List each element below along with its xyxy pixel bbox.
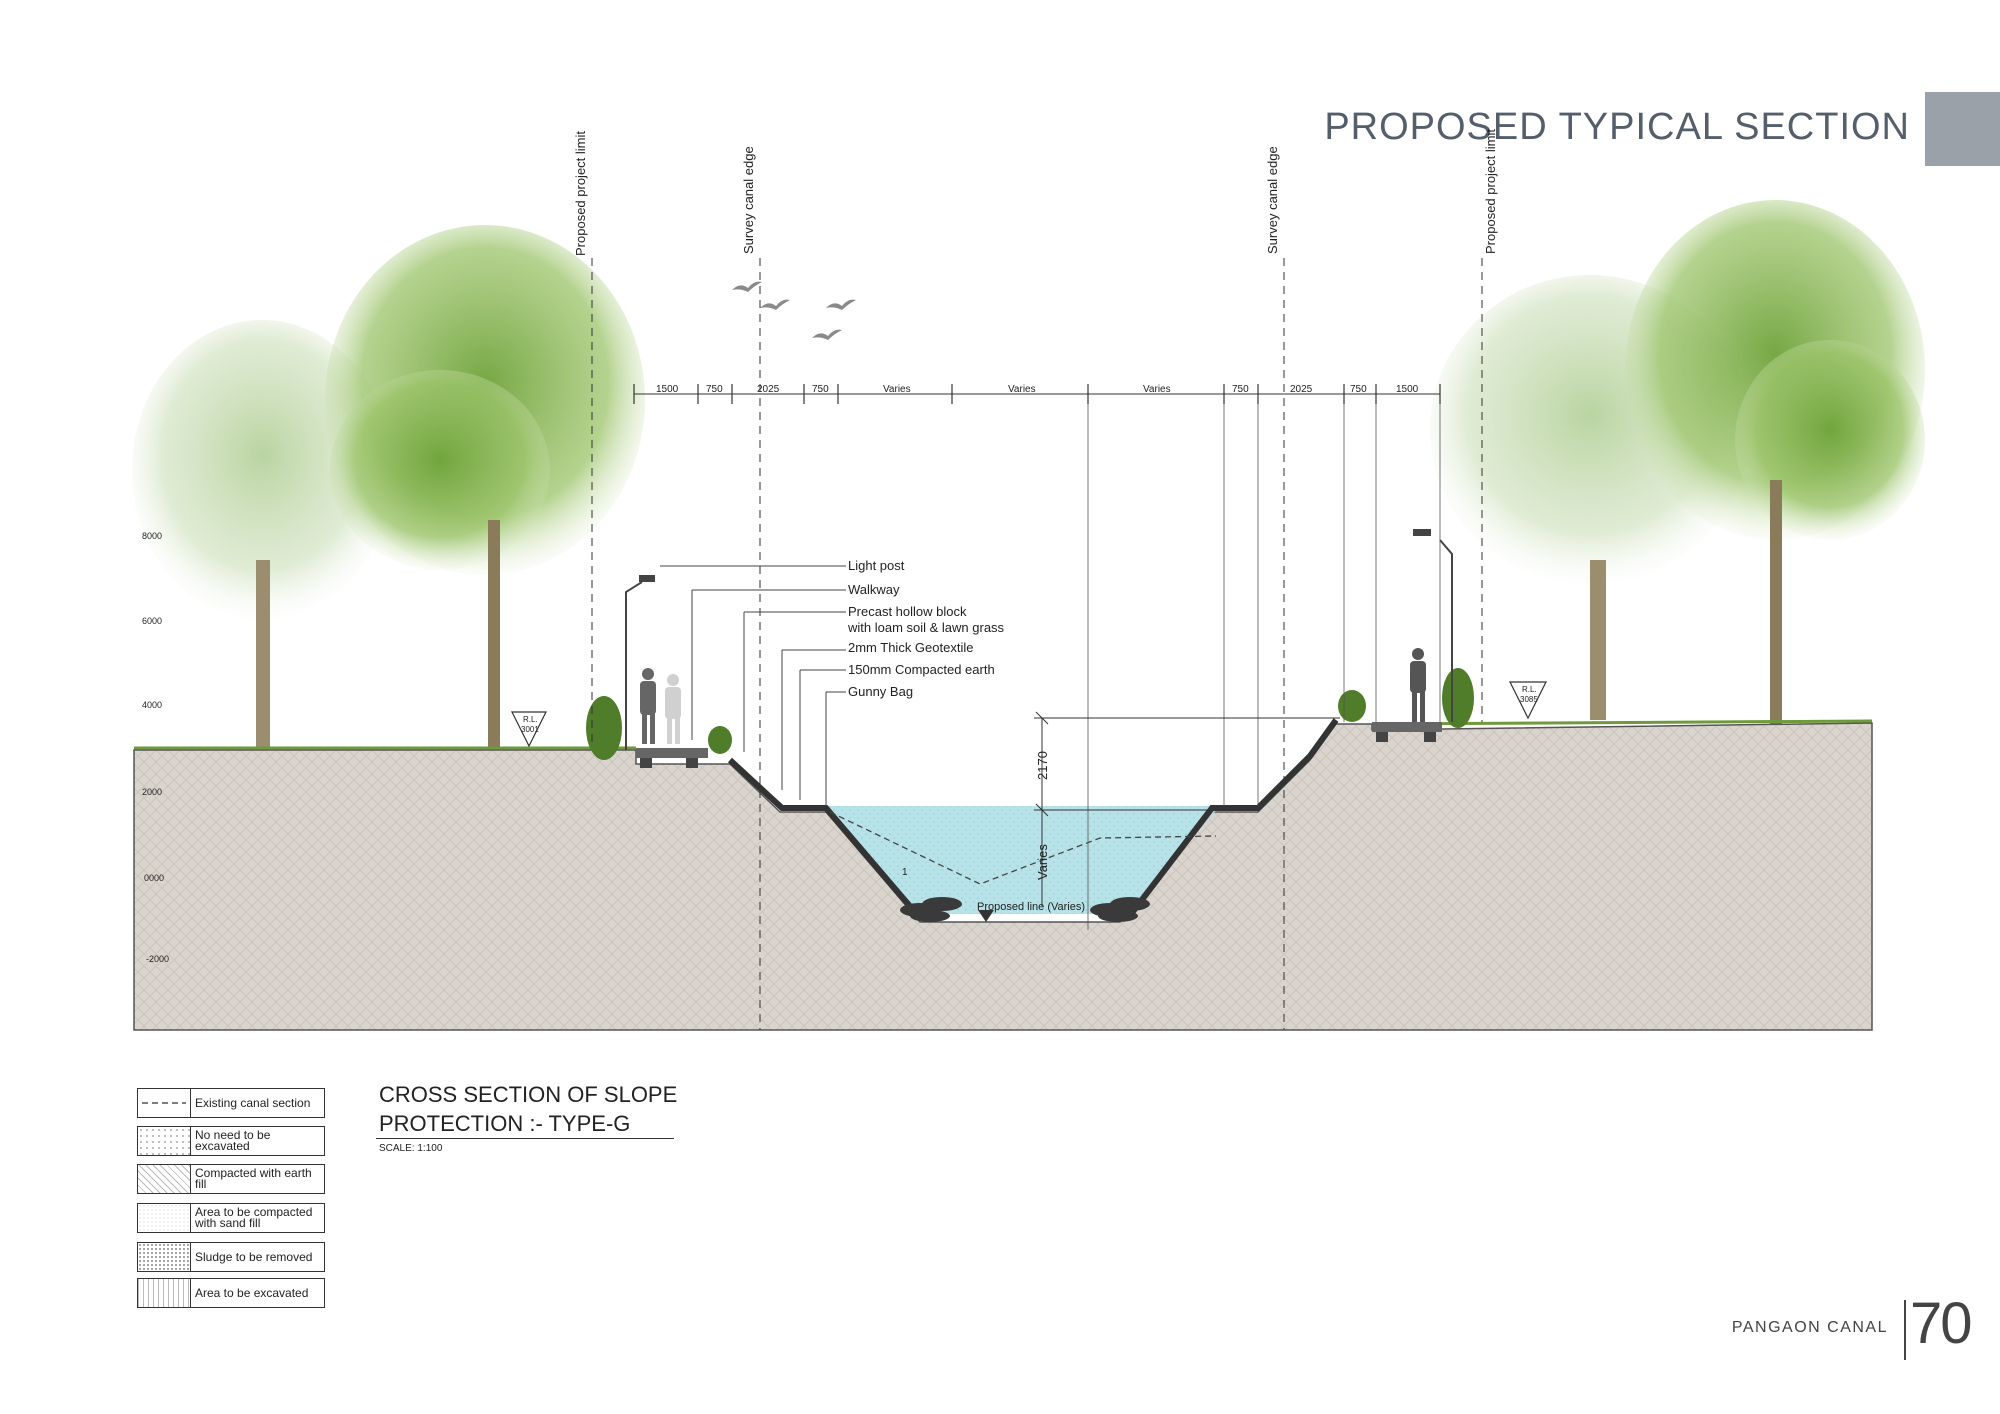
legend-label: Sludge to be removed	[195, 1249, 313, 1264]
tree-left-front	[325, 225, 645, 750]
legend-swatch-hatch	[138, 1165, 191, 1193]
tree-right-front	[1625, 200, 1925, 725]
water-varies-label: Varies	[1035, 844, 1050, 880]
birds	[732, 281, 856, 340]
proposed-line-label: Proposed line (Varies)	[977, 901, 1085, 913]
ref-label-project-limit-right: Proposed project limit	[1483, 129, 1498, 254]
legend-swatch-dashed	[138, 1089, 191, 1117]
slope-protection-right	[1125, 718, 1339, 920]
rl-value-right: 3085	[1520, 695, 1538, 704]
elevation-label: 6000	[142, 616, 162, 626]
dim-label: 750	[706, 384, 723, 395]
legend-label: Area to be excavated	[195, 1285, 309, 1300]
header-color-block	[1925, 92, 2000, 166]
legend-swatch-dense-dots	[138, 1243, 191, 1271]
legend-swatch-sparse-dots	[138, 1127, 191, 1155]
section-scale: SCALE: 1:100	[379, 1143, 443, 1154]
legend-label: Compacted with earth fill	[195, 1166, 312, 1191]
dim-label: Varies	[883, 384, 911, 395]
ref-label-canal-edge-right: Survey canal edge	[1265, 146, 1280, 254]
elevation-label: 0000	[144, 873, 164, 883]
section-title-line2: PROTECTION :- TYPE-G	[379, 1111, 631, 1136]
person-left-2	[665, 674, 681, 744]
light-post-left	[625, 575, 655, 750]
callout-compacted-earth: 150mm Compacted earth	[848, 662, 995, 677]
legend-label: Area to be compacted with sand fill	[195, 1205, 313, 1230]
slope-protection-left	[727, 757, 923, 920]
legend-swatch-vertical-hatch	[138, 1279, 191, 1307]
legend-item: Compacted with earth fill	[137, 1164, 325, 1194]
dim-label: 750	[812, 384, 829, 395]
section-title: CROSS SECTION OF SLOPE PROTECTION :- TYP…	[379, 1080, 677, 1138]
callout-geotextile: 2mm Thick Geotextile	[848, 640, 973, 655]
elevation-label: 4000	[142, 700, 162, 710]
legend-item: No need to be excavated	[137, 1126, 325, 1156]
dim-label: 2025	[757, 384, 780, 395]
legend-item: Area to be excavated	[137, 1278, 325, 1308]
walkway-right	[1372, 722, 1442, 742]
water-depth-dimension	[1034, 711, 1340, 906]
elevation-label: -2000	[146, 954, 169, 964]
legend-label: No need to be excavated	[195, 1128, 271, 1153]
page-title: PROPOSED TYPICAL SECTION	[1324, 106, 1910, 148]
proposed-level-marker	[978, 910, 994, 922]
ref-label-canal-edge-left: Survey canal edge	[741, 146, 756, 254]
rl-value-left: 3001	[521, 725, 539, 734]
dim-label: 750	[1232, 384, 1249, 395]
legend-label: Existing canal section	[195, 1095, 311, 1110]
footer-project-name: PANGAON CANAL	[1731, 1319, 1888, 1336]
reference-lines	[591, 258, 1483, 1030]
page-number: 70	[1910, 1291, 1972, 1356]
gunny-bags	[900, 897, 1150, 922]
light-post-right	[1413, 529, 1453, 722]
ground-section	[133, 722, 1873, 1031]
elevation-label: 2000	[142, 787, 162, 797]
elevation-label: 8000	[142, 531, 162, 541]
section-title-rule	[376, 1138, 674, 1139]
legend-item: Sludge to be removed	[137, 1242, 325, 1272]
section-title-line1: CROSS SECTION OF SLOPE	[379, 1082, 678, 1107]
callout-light-post: Light post	[848, 558, 905, 573]
rl-prefix-left: R.L.	[523, 715, 538, 724]
callout-walkway: Walkway	[848, 582, 900, 597]
person-left	[640, 668, 656, 744]
callout-precast-block: Precast hollow block	[848, 604, 967, 619]
callout-gunny-bag: Gunny Bag	[848, 684, 913, 699]
walkway-left	[636, 748, 708, 768]
legend-item: Area to be compacted with sand fill	[137, 1203, 325, 1233]
legend-item: Existing canal section	[137, 1088, 325, 1118]
dim-label: 750	[1350, 384, 1367, 395]
footer-divider	[1904, 1300, 1906, 1360]
rl-prefix-right: R.L.	[1522, 685, 1537, 694]
existing-canal-line	[829, 811, 1217, 885]
legend-swatch-fine-dots	[138, 1204, 191, 1232]
dim-label: 1500	[1396, 384, 1419, 395]
slope-ratio-label: 1	[902, 867, 908, 878]
dimension-line	[633, 384, 1441, 930]
shrubs	[586, 668, 1474, 760]
ref-label-project-limit-left: Proposed project limit	[573, 131, 588, 256]
person-right	[1410, 648, 1426, 722]
dim-label: 1500	[656, 384, 679, 395]
callout-loam-soil: with loam soil & lawn grass	[847, 620, 1005, 635]
dim-label: Varies	[1143, 384, 1171, 395]
rl-marker-left: R.L. 3001	[511, 711, 547, 748]
rl-marker-right: R.L. 3085	[1509, 681, 1547, 720]
water-depth-label: 2170	[1035, 751, 1050, 780]
canal-water	[826, 806, 1220, 914]
callout-leaders	[660, 565, 846, 806]
dim-label: 2025	[1290, 384, 1313, 395]
dim-label: Varies	[1008, 384, 1036, 395]
